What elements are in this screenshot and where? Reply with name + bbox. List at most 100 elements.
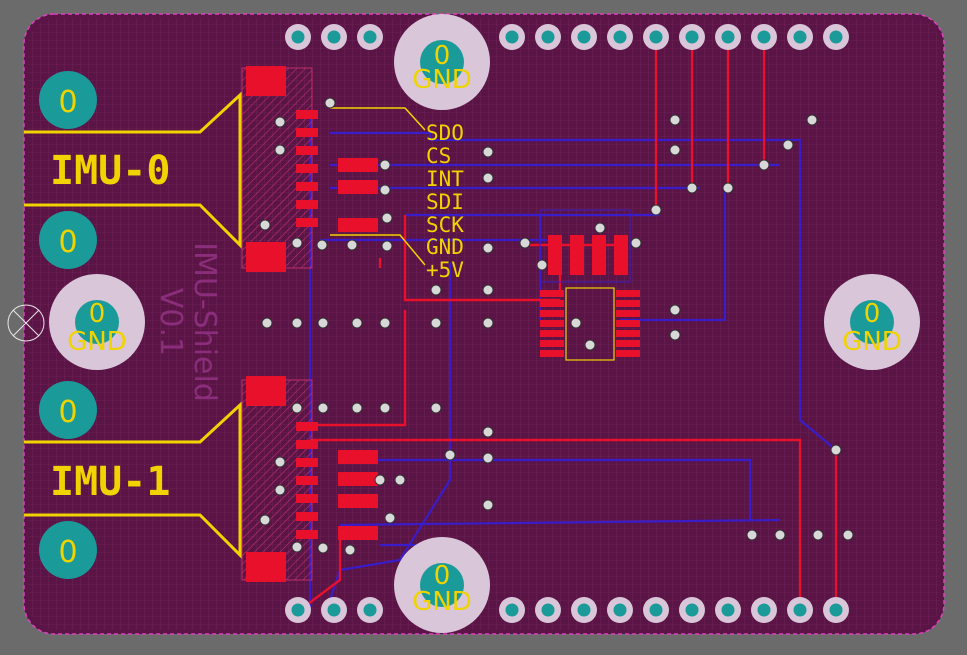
via-6 bbox=[346, 239, 358, 251]
mount-top-zero: 0 bbox=[434, 41, 451, 71]
via-17 bbox=[291, 317, 303, 329]
via-41 bbox=[351, 402, 363, 414]
via-22 bbox=[482, 317, 494, 329]
via-29 bbox=[650, 204, 662, 216]
via-35 bbox=[782, 139, 794, 151]
via-58 bbox=[746, 529, 758, 541]
via-13 bbox=[482, 242, 494, 254]
header-top-pin-12-hole bbox=[829, 30, 843, 44]
signal-sdi: SDI bbox=[426, 190, 464, 214]
header-top-pin-5-hole bbox=[577, 30, 591, 44]
header-bottom-pin-6-hole bbox=[613, 603, 627, 617]
via-10 bbox=[381, 212, 393, 224]
via-42 bbox=[379, 402, 391, 414]
via-30 bbox=[686, 182, 698, 194]
via-31 bbox=[722, 182, 734, 194]
header-top-pin-6-hole bbox=[613, 30, 627, 44]
mount-left-gnd: GND bbox=[67, 327, 127, 357]
via-23 bbox=[519, 237, 531, 249]
via-37 bbox=[669, 304, 681, 316]
pad-label-3: 0 bbox=[58, 395, 77, 430]
via-2 bbox=[274, 116, 286, 128]
signal-leader-lines bbox=[330, 107, 426, 266]
header-bottom-pin-4-hole bbox=[541, 603, 555, 617]
via-39 bbox=[291, 402, 303, 414]
board-title-line2: V0.1 bbox=[153, 288, 188, 356]
pad-label-1: 0 bbox=[58, 85, 77, 120]
via-45 bbox=[482, 452, 494, 464]
header-bottom bbox=[285, 597, 849, 623]
mount-left-zero: 0 bbox=[89, 299, 106, 329]
header-bottom-pin-8-hole bbox=[685, 603, 699, 617]
signal-cs: CS bbox=[426, 144, 451, 168]
header-bottom-pin-7-hole bbox=[649, 603, 663, 617]
mount-bottom-gnd: GND bbox=[412, 587, 472, 617]
via-43 bbox=[430, 402, 442, 414]
via-0 bbox=[324, 97, 336, 109]
via-21 bbox=[430, 317, 442, 329]
vias bbox=[259, 97, 854, 556]
header-bottom-pin-9-hole bbox=[721, 603, 735, 617]
signal-gnd: GND bbox=[426, 235, 464, 259]
via-55 bbox=[482, 499, 494, 511]
header-bottom-pin-2-hole bbox=[363, 603, 377, 617]
header-bottom-pin-0-hole bbox=[291, 603, 305, 617]
board-title-line1: IMU-Shield bbox=[187, 242, 222, 402]
via-27 bbox=[570, 317, 582, 329]
via-36 bbox=[806, 114, 818, 126]
header-bottom-pin-12-hole bbox=[829, 603, 843, 617]
via-24 bbox=[536, 259, 548, 271]
header-top-pin-9-hole bbox=[721, 30, 735, 44]
header-top-pin-8-hole bbox=[685, 30, 699, 44]
pad-label-2: 0 bbox=[58, 225, 77, 260]
via-18 bbox=[317, 317, 329, 329]
signal-labels: SDO CS INT SDI SCK GND +5V bbox=[426, 121, 464, 282]
header-bottom-pin-5-hole bbox=[577, 603, 591, 617]
header-top-pin-3-hole bbox=[505, 30, 519, 44]
via-38 bbox=[669, 329, 681, 341]
via-16 bbox=[261, 317, 273, 329]
signal-5v: +5V bbox=[426, 258, 464, 282]
header-bottom-pin-3-hole bbox=[505, 603, 519, 617]
ic-footprint bbox=[539, 209, 640, 361]
imu-0-label: IMU-0 bbox=[50, 148, 170, 194]
via-9 bbox=[379, 159, 391, 171]
mount-right-zero: 0 bbox=[864, 299, 881, 329]
mount-right-gnd: GND bbox=[842, 327, 902, 357]
header-top-pin-11-hole bbox=[793, 30, 807, 44]
via-51 bbox=[291, 541, 303, 553]
via-4 bbox=[291, 237, 303, 249]
imu-1-label: IMU-1 bbox=[50, 459, 170, 505]
via-54 bbox=[384, 512, 396, 524]
via-46 bbox=[274, 456, 286, 468]
via-57 bbox=[830, 444, 842, 456]
via-52 bbox=[317, 542, 329, 554]
via-26 bbox=[630, 237, 642, 249]
via-59 bbox=[774, 529, 786, 541]
via-49 bbox=[394, 474, 406, 486]
signal-sck: SCK bbox=[426, 213, 464, 237]
side-pad-group: 0 0 0 0 bbox=[39, 71, 97, 579]
mounting-hole-left: 0 GND bbox=[7, 274, 145, 370]
via-1 bbox=[274, 144, 286, 156]
mounting-hole-bottom: 0 GND bbox=[394, 537, 490, 633]
via-7 bbox=[381, 240, 393, 252]
mount-top-gnd: GND bbox=[412, 65, 472, 95]
passive-components bbox=[338, 158, 628, 540]
header-top-pin-10-hole bbox=[757, 30, 771, 44]
via-60 bbox=[812, 529, 824, 541]
signal-int: INT bbox=[426, 167, 464, 191]
header-top bbox=[285, 24, 849, 50]
via-19 bbox=[351, 317, 363, 329]
connector-imu-0 bbox=[24, 66, 318, 272]
mounting-hole-top: 0 GND bbox=[394, 14, 490, 110]
header-bottom-pin-1-hole bbox=[327, 603, 341, 617]
via-53 bbox=[344, 544, 356, 556]
header-top-pin-4-hole bbox=[541, 30, 555, 44]
via-33 bbox=[669, 114, 681, 126]
via-61 bbox=[842, 529, 854, 541]
via-47 bbox=[274, 484, 286, 496]
header-top-pin-0-hole bbox=[291, 30, 305, 44]
header-top-pin-7-hole bbox=[649, 30, 663, 44]
